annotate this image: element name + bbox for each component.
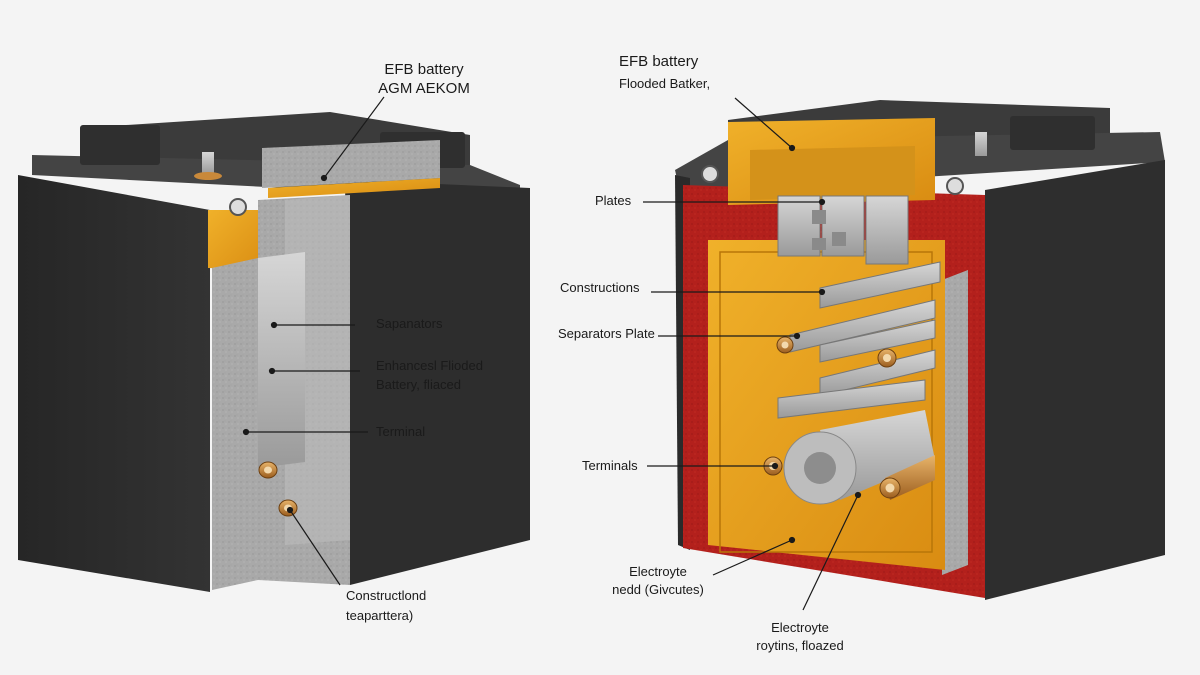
left-leader-lines: [242, 96, 385, 586]
label-electrolyte-2: Electroyte roytins, floazed: [756, 620, 844, 653]
left-terminal-housing: [80, 125, 160, 165]
right-bar-3: [819, 319, 936, 363]
right-grid-plates: [777, 195, 909, 265]
left-foam-lid: [262, 140, 440, 188]
right-title: EFB battery Flooded Batker,: [619, 52, 710, 93]
right-battery: [675, 100, 1165, 600]
left-plate: [258, 252, 305, 468]
left-title-line2: AGM AEKOM: [378, 80, 470, 97]
left-terminal-post: [202, 152, 214, 174]
label-terminal: Terminal: [376, 424, 426, 439]
right-plate-slab: [777, 379, 926, 419]
label-constructions: Constructions: [560, 280, 640, 295]
left-orange-strip: [268, 178, 440, 198]
right-screw-2: [946, 177, 964, 195]
left-terminal-washer: [194, 172, 222, 180]
right-leader-lines: [643, 97, 862, 611]
left-case-front: [345, 180, 530, 585]
left-case-side: [18, 175, 210, 592]
right-case-side: [985, 160, 1165, 600]
label-separators: Sapanators: [376, 316, 443, 331]
label-electrolyte-1: Electroyte nedd (Givcutes): [612, 564, 704, 597]
right-foam-wall: [942, 270, 968, 575]
left-foam-outer: [212, 258, 258, 590]
right-terminal-post: [975, 132, 987, 156]
left-screw: [229, 198, 247, 216]
label-plates: Plates: [595, 193, 632, 208]
right-title-line1: EFB battery: [619, 53, 699, 70]
right-bar-1: [819, 261, 941, 309]
label-terminals: Terminals: [582, 458, 638, 473]
label-separators-plate: Separators Plate: [558, 326, 655, 341]
right-title-line2: Flooded Batker,: [619, 76, 711, 91]
right-terminal-housing: [1010, 116, 1095, 150]
left-orange-gasket: [208, 210, 268, 270]
right-screw-1: [701, 165, 719, 183]
label-construction: Constructlond teaparttera): [346, 588, 427, 623]
left-title-line1: EFB battery: [384, 61, 464, 78]
label-enhanced-flooded: Enhancesl Flioded Battery, fliaced: [376, 358, 483, 392]
left-title: EFB battery AGM AEKOM: [372, 60, 476, 98]
left-battery: [18, 112, 530, 592]
right-bar-4: [819, 349, 936, 397]
